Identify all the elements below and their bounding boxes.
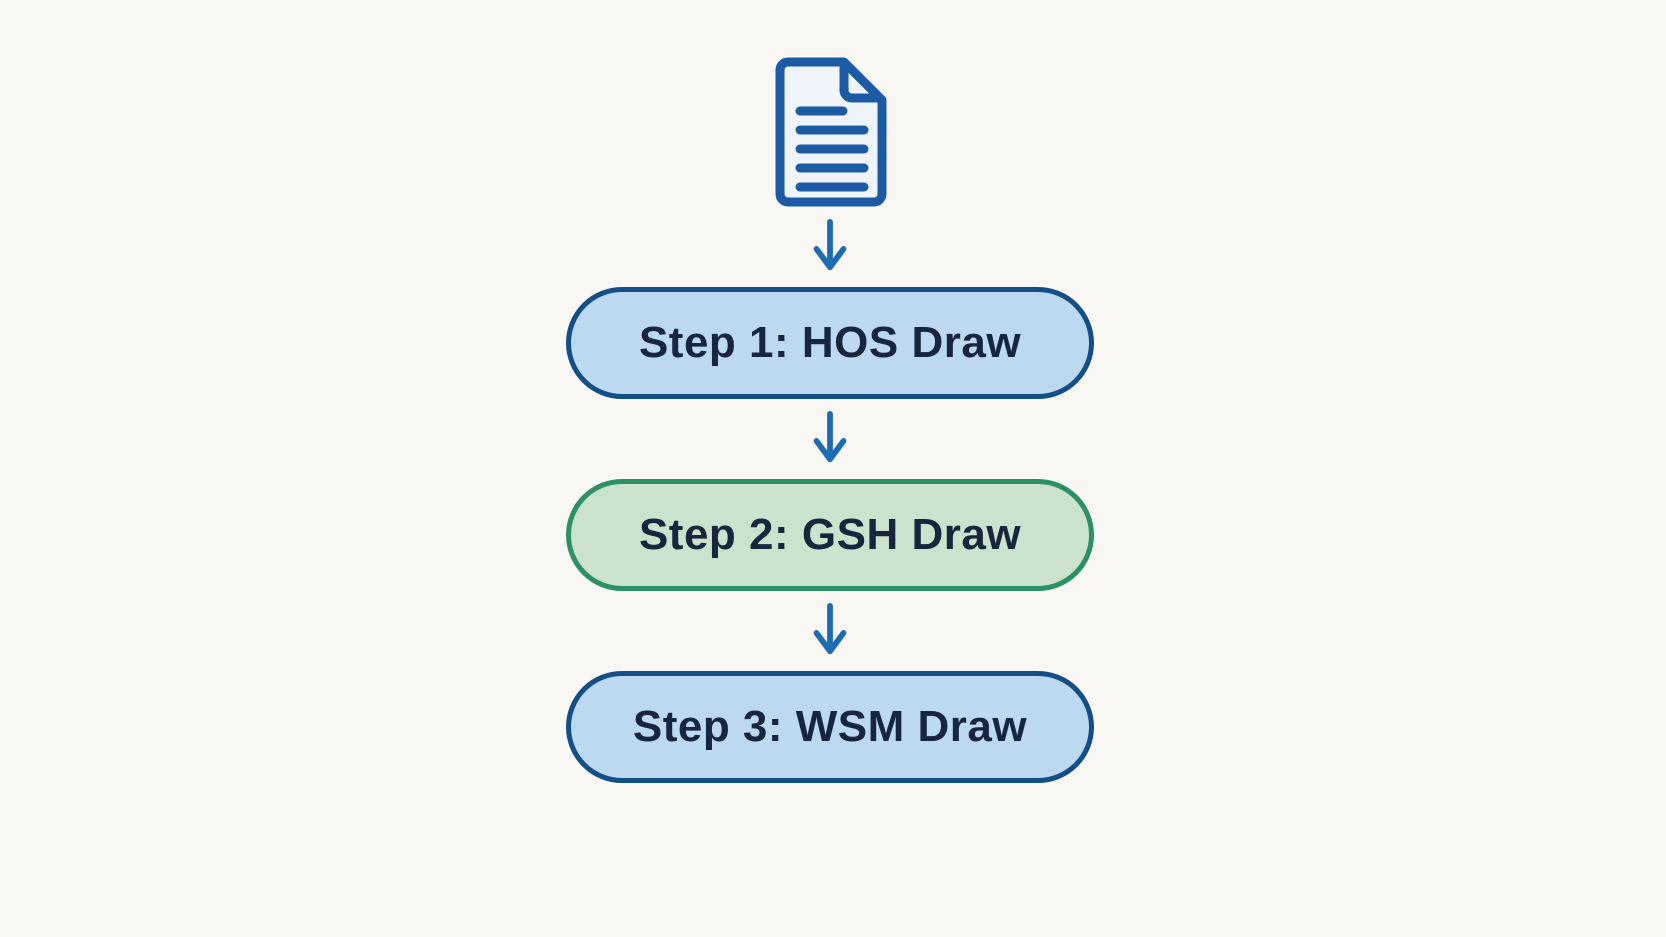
flow-node-step-3: Step 3: WSM Draw <box>566 671 1094 783</box>
flow-node-step-1: Step 1: HOS Draw <box>566 287 1094 399</box>
flow-node-step-2: Step 2: GSH Draw <box>566 479 1094 591</box>
arrow-down-icon <box>810 219 850 275</box>
document-icon <box>766 57 894 207</box>
step-3-label: Step 3: WSM Draw <box>632 702 1028 751</box>
arrow-down-icon <box>810 603 850 659</box>
arrow-down-icon <box>810 411 850 467</box>
flowchart: Step 1: HOS Draw Step 2: GSH Draw Step 3… <box>566 57 1094 783</box>
step-2-label: Step 2: GSH Draw <box>638 510 1022 559</box>
step-1-label: Step 1: HOS Draw <box>638 318 1022 367</box>
